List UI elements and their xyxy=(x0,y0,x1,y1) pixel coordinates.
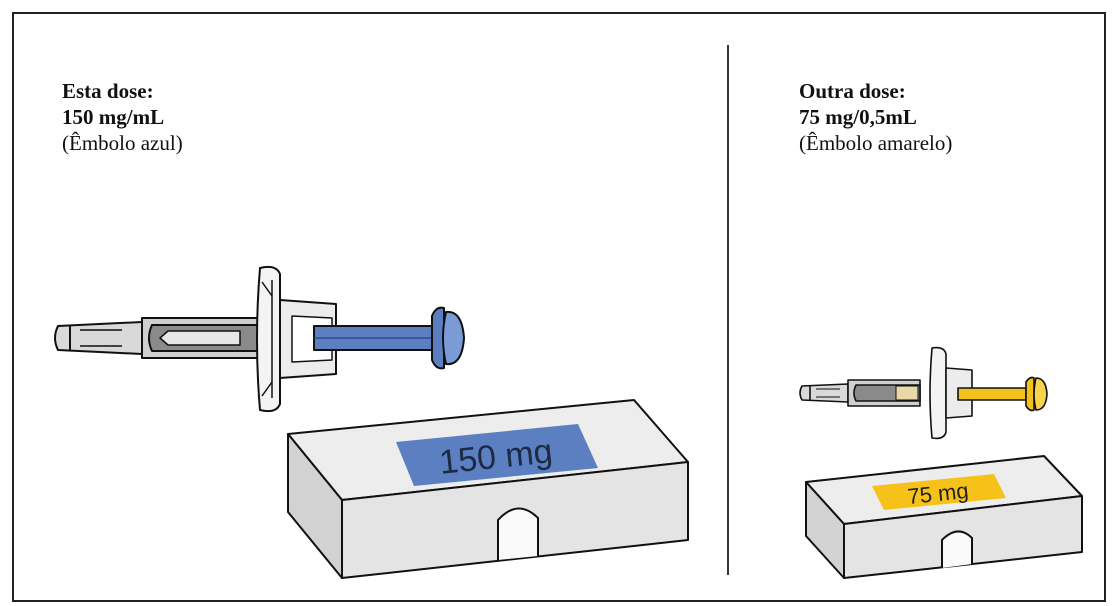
box-150-icon xyxy=(288,400,688,578)
syringe-150-icon xyxy=(55,267,464,411)
plunger-75 xyxy=(958,388,1026,400)
syringe-75-icon xyxy=(800,348,1047,439)
box-75-icon xyxy=(806,456,1082,578)
